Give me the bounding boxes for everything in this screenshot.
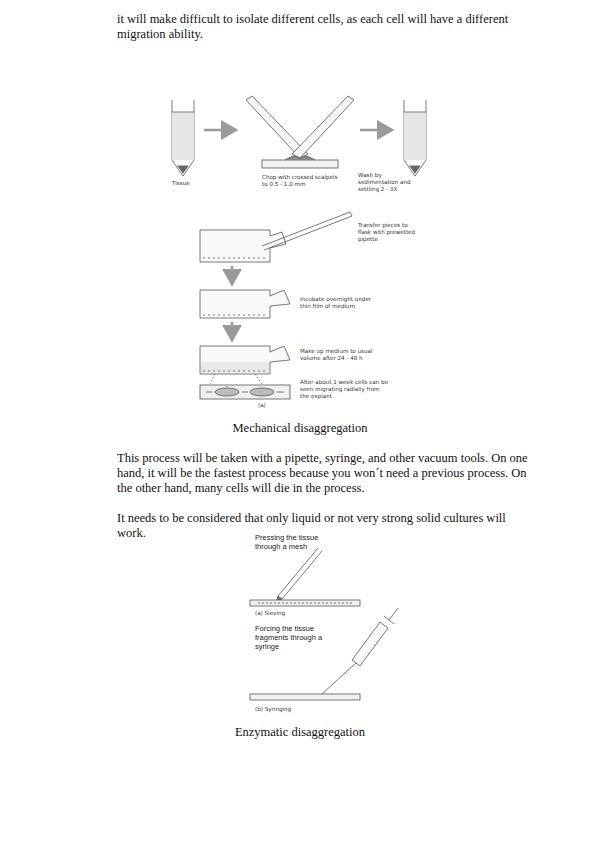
figure-label: After about 1 week cells can be seen mig… [300,379,390,400]
figure-label: Make up medium to usual volume after 24 … [300,348,374,362]
explant-figure [172,96,426,399]
body-paragraph: it will make difficult to isolate differ… [117,12,537,42]
body-paragraph: This process will be taken with a pipett… [117,451,537,496]
figure-label: Forcing the tissue fragments through a s… [255,624,333,651]
figure-label: Chop with crossed scalpels to 0.5 - 1.0 … [262,174,340,188]
panel-label: (a) Sieving [255,610,315,617]
figure-label: Pressing the tissue through a mesh [255,533,325,551]
figure-caption: Mechanical disaggregation [150,421,450,436]
panel-label: (a) [258,402,278,409]
figure-caption: Enzymatic disaggregation [150,725,450,740]
panel-label: (b) Syringing [255,706,315,713]
disaggregation-figure [250,548,398,700]
figure-label: Transfer pieces to flask with prewetted … [358,222,420,243]
figure-label: Tissue [172,180,202,187]
body-paragraph: It needs to be considered that only liqu… [117,511,537,541]
figure-label: Incubate overnight under thin film of me… [300,296,378,310]
figure-label: Wash by sedimentation and settling 2 - 3… [358,172,422,193]
